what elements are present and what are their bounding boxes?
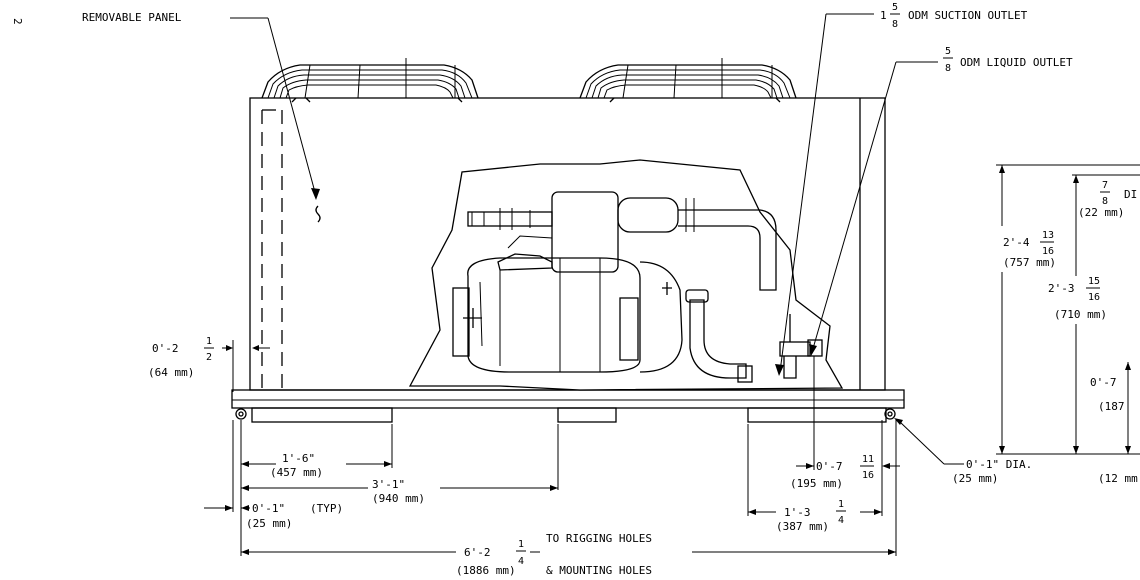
liquid-num: 5 bbox=[945, 46, 951, 57]
base-rail bbox=[231, 389, 905, 423]
d-0-1-mm: (25 mm) bbox=[246, 517, 292, 530]
h2-num: 15 bbox=[1088, 276, 1100, 287]
d-1-3-den: 4 bbox=[838, 515, 844, 526]
side-offset-num: 1 bbox=[206, 336, 212, 347]
dia-label: DI bbox=[1124, 188, 1137, 201]
d-0-7-mm: (195 mm) bbox=[790, 477, 843, 490]
dim-1-6: 1'-6" (457 mm) bbox=[241, 452, 392, 479]
side-offset-den: 2 bbox=[206, 352, 212, 363]
fan-guard-right bbox=[579, 58, 797, 103]
side-view: 2'-4 13 16 (757 mm) 2'-3 15 16 (710 mm) … bbox=[994, 164, 1140, 485]
dim-0-7: 0'-7 11 16 (195 mm) bbox=[790, 454, 900, 490]
suction-label: ODM SUCTION OUTLET bbox=[908, 9, 1028, 22]
dim-0-1-typ: 0'-1" (TYP) (25 mm) bbox=[204, 502, 343, 530]
h1-mm: (757 mm) bbox=[1003, 256, 1056, 269]
d-overall-num: 1 bbox=[518, 539, 524, 550]
d-1-3-num: 1 bbox=[838, 499, 844, 510]
d-overall-den: 4 bbox=[518, 556, 524, 567]
h1-value: 2'-4 bbox=[1003, 236, 1030, 249]
dia-num: 7 bbox=[1102, 180, 1108, 191]
d-1-3-value: 1'-3 bbox=[784, 506, 811, 519]
d-hole-mm: (25 mm) bbox=[952, 472, 998, 485]
h1-den: 16 bbox=[1042, 246, 1054, 257]
h2-mm: (710 mm) bbox=[1054, 308, 1107, 321]
d-overall-mm: (1886 mm) bbox=[456, 564, 516, 577]
d-overall-note2: & MOUNTING HOLES bbox=[546, 564, 652, 577]
d-3-1-mm: (940 mm) bbox=[372, 492, 425, 505]
dim-hole-dia: 0'-1" DIA. (25 mm) bbox=[894, 418, 1032, 485]
d-overall-note1: TO RIGGING HOLES bbox=[546, 532, 652, 545]
dim-1-3: 1'-3 1 4 (387 mm) bbox=[748, 499, 882, 533]
dim-overall: 6'-2 1 4 TO RIGGING HOLES (1886 mm) & MO… bbox=[241, 532, 896, 580]
dim-side-offset: 0'-2 1 2 (64 mm) bbox=[148, 336, 270, 392]
d-hole-value: 0'-1" DIA. bbox=[966, 458, 1032, 471]
d-1-6-value: 1'-6" bbox=[282, 452, 315, 465]
side-offset-value: 0'-2 bbox=[152, 342, 179, 355]
h2-den: 16 bbox=[1088, 292, 1100, 303]
w-mm: (12 mm bbox=[1098, 472, 1138, 485]
callout-suction-outlet: 1 5 8 ODM SUCTION OUTLET bbox=[775, 2, 1028, 376]
h1-num: 13 bbox=[1042, 230, 1054, 241]
suction-num: 5 bbox=[892, 2, 898, 13]
h3-mm: (187 bbox=[1098, 400, 1125, 413]
dia-den: 8 bbox=[1102, 196, 1108, 207]
d-3-1-value: 3'-1" bbox=[372, 478, 405, 491]
d-0-1-suffix: (TYP) bbox=[310, 502, 343, 515]
d-overall-value: 6'-2 bbox=[464, 546, 491, 559]
fan-guard-left bbox=[261, 58, 479, 103]
panel-mark bbox=[315, 205, 321, 223]
callout-removable-panel: REMOVABLE PANEL bbox=[82, 11, 320, 200]
d-0-7-value: 0'-7 bbox=[816, 460, 843, 473]
dia-mm: (22 mm) bbox=[1078, 206, 1124, 219]
h2-value: 2'-3 bbox=[1048, 282, 1075, 295]
d-1-3-mm: (387 mm) bbox=[776, 520, 829, 533]
d-1-6-mm: (457 mm) bbox=[270, 466, 323, 479]
side-offset-mm: (64 mm) bbox=[148, 366, 194, 379]
d-0-1-value: 0'-1" bbox=[252, 502, 285, 515]
compressor bbox=[452, 191, 823, 383]
h3-value: 0'-7 bbox=[1090, 376, 1117, 389]
page-number: 2 bbox=[11, 18, 24, 25]
removable-panel-label: REMOVABLE PANEL bbox=[82, 11, 182, 24]
d-0-7-num: 11 bbox=[862, 454, 874, 465]
d-0-7-den: 16 bbox=[862, 470, 874, 481]
dim-3-1: 3'-1" (940 mm) bbox=[241, 478, 558, 505]
suction-whole: 1 bbox=[880, 9, 887, 22]
suction-den: 8 bbox=[892, 19, 898, 30]
liquid-den: 8 bbox=[945, 63, 951, 74]
cutaway bbox=[408, 159, 844, 391]
callout-liquid-outlet: 5 8 ODM LIQUID OUTLET bbox=[809, 46, 1073, 356]
liquid-label: ODM LIQUID OUTLET bbox=[960, 56, 1073, 69]
